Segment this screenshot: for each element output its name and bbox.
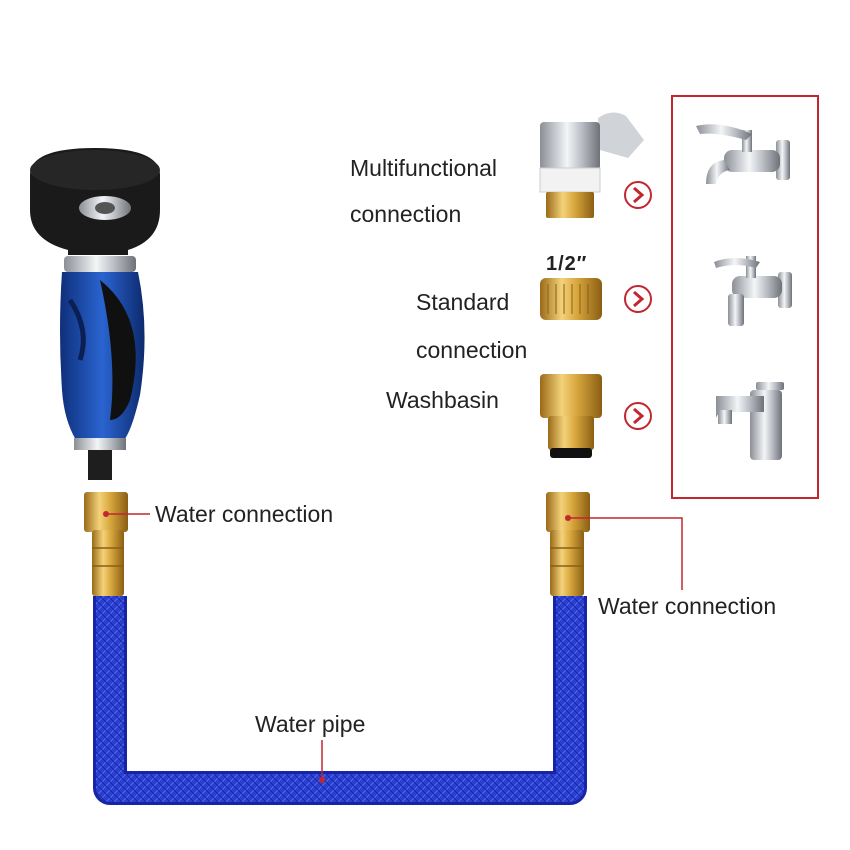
faucet-frame — [671, 95, 819, 499]
washbasin-connector-icon — [540, 374, 602, 458]
water-pipe-label: Water pipe — [255, 711, 366, 737]
arrow-right-circle-icon — [624, 285, 652, 313]
multifunctional-label-line2: connection — [350, 201, 462, 227]
multifunctional-connector-icon — [539, 112, 644, 218]
spray-nozzle-icon — [30, 148, 160, 480]
faucet-icon — [696, 124, 790, 184]
standard-label-line2: connection — [416, 337, 528, 363]
water-pipe-hose — [93, 596, 587, 805]
brass-connector-icon — [546, 492, 590, 596]
callout-lines — [103, 511, 683, 783]
water-connection-right-label: Water connection — [598, 593, 777, 619]
half-inch-label: 1/2″ — [546, 253, 588, 275]
water-connection-left-label: Water connection — [155, 501, 334, 527]
basin-mixer-icon — [716, 382, 784, 460]
multifunctional-label: Multifunctional — [350, 155, 498, 181]
washbasin-label: Washbasin — [386, 387, 499, 413]
standard-connector-icon — [540, 278, 602, 320]
brass-connector-icon — [84, 492, 128, 596]
faucet-icon — [714, 256, 792, 326]
arrow-right-circle-icon — [624, 181, 652, 209]
arrow-right-circle-icon — [624, 402, 652, 430]
standard-label: Standard — [416, 289, 510, 315]
